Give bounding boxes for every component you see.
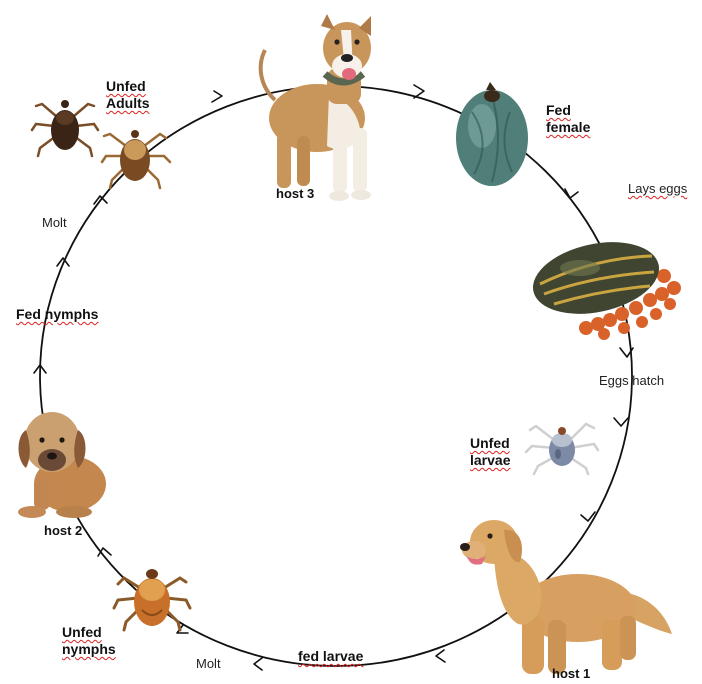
egg-laying-tick-icon (524, 238, 684, 343)
arrow-top-left (212, 91, 222, 102)
fed-nymphs-label: Fed nymphs (16, 306, 98, 322)
molt-left-label: Molt (42, 216, 67, 231)
fed-larvae-label: fed larvae (298, 648, 363, 664)
lays-eggs-label: Lays eggs (628, 182, 687, 197)
engorged-tick-icon (452, 82, 532, 190)
arrow-left-lower (98, 548, 111, 556)
unfed-nymphs-label-line2: nymphs (62, 641, 116, 657)
pitbull-dog-icon (255, 8, 395, 203)
unfed-adults-label-line1: Unfed (106, 78, 146, 94)
host-1-label: host 1 (552, 667, 590, 682)
fed-female-label-line2: female (546, 119, 590, 135)
larva-tick-icon (524, 416, 600, 476)
arrow-top-right (414, 85, 424, 98)
adult-ticks-icon (30, 94, 180, 200)
arrow-right-low (614, 418, 628, 426)
fed-female-label-line1: Fed (546, 102, 571, 118)
host-2-label: host 2 (44, 524, 82, 539)
puppy-icon (12, 402, 112, 518)
host-3-label: host 3 (276, 187, 314, 202)
unfed-larvae-label-line1: Unfed (470, 435, 510, 451)
unfed-nymphs-label-line1: Unfed (62, 624, 102, 640)
unfed-larvae-label-line2: larvae (470, 452, 510, 468)
tick-nymph-icon (110, 560, 194, 636)
eggs-hatch-label: Eggs hatch (599, 374, 664, 389)
molt-bottom-label: Molt (196, 657, 221, 672)
arrow-bottom-right (436, 650, 445, 662)
golden-retriever-icon (460, 512, 675, 680)
arrow-right-upper (565, 189, 578, 198)
arrow-bottom-left (254, 658, 262, 670)
